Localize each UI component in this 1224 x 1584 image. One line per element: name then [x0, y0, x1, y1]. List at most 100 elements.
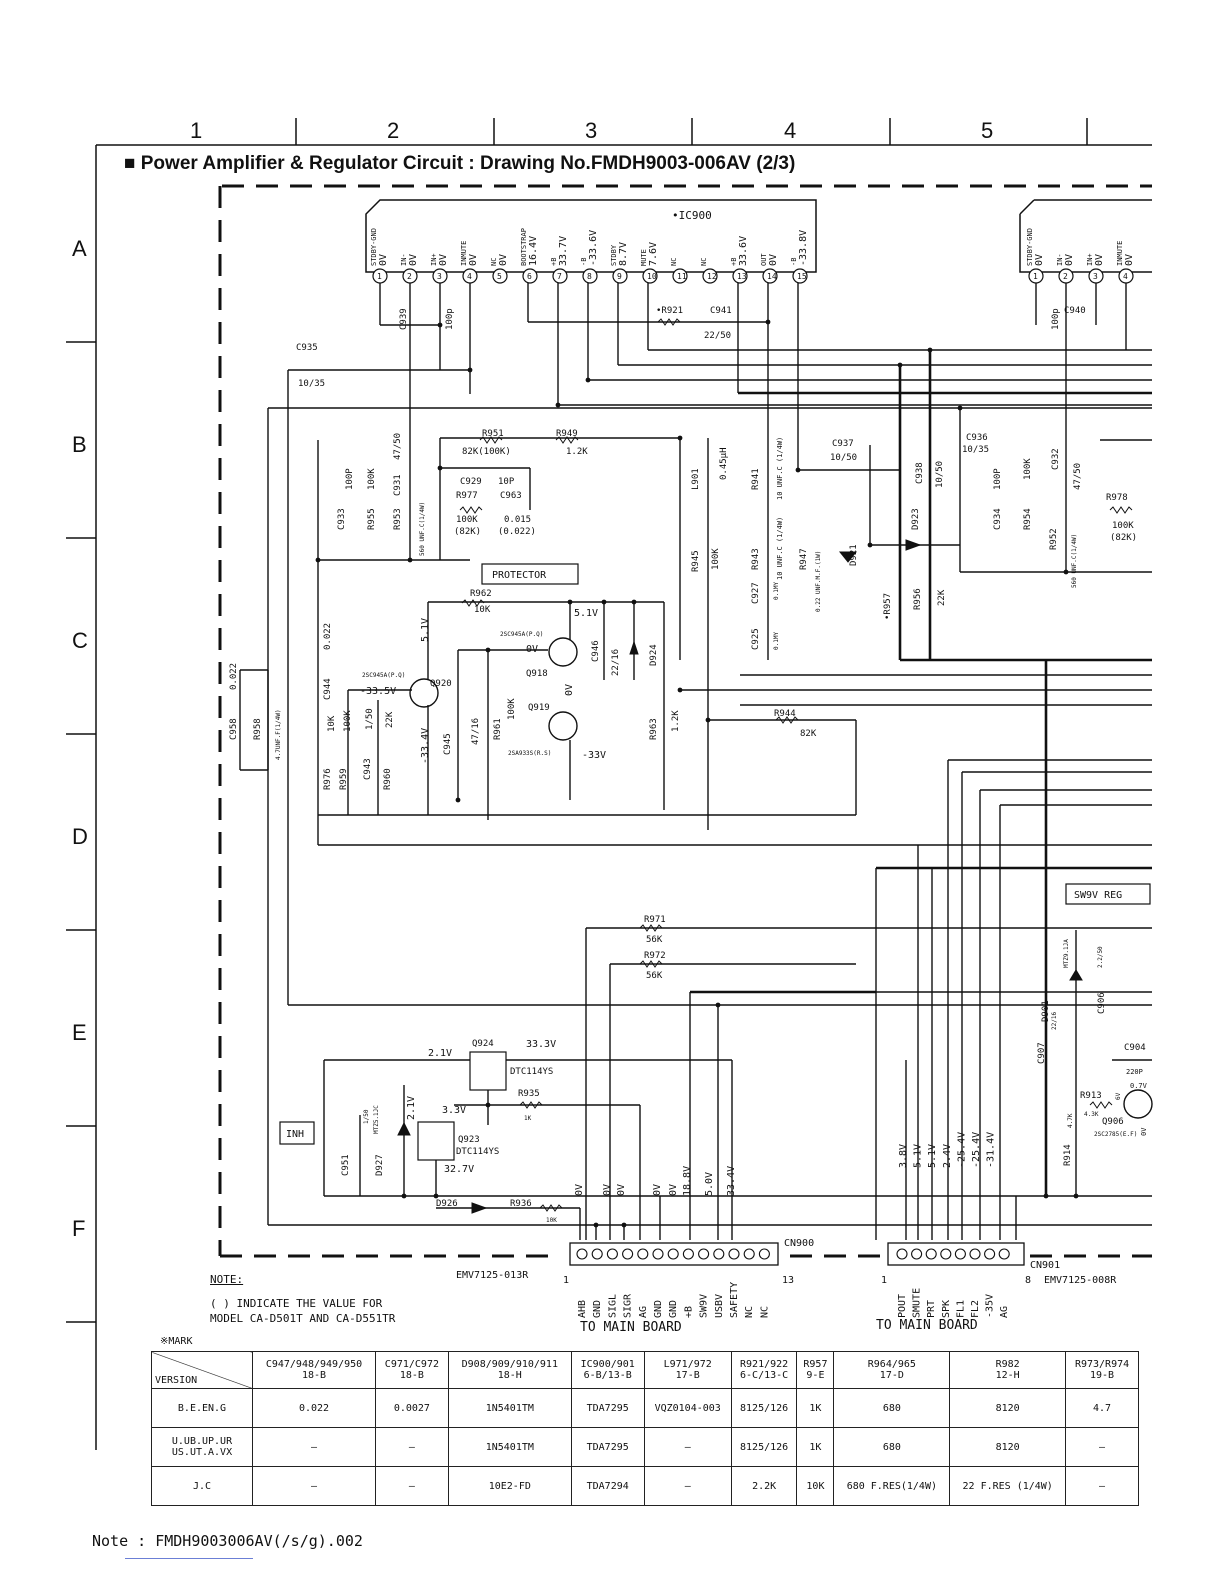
r947-label: R947 [799, 548, 809, 570]
ic900-pin-number: 12 [707, 272, 717, 281]
cn900-pin-name: AHB [577, 1300, 588, 1318]
r958-label: R958 [253, 718, 263, 740]
cn901-pin-voltage: 5.1V [913, 1144, 924, 1168]
r971-label: R971 [644, 915, 666, 925]
c904-label: C904 [1124, 1043, 1146, 1053]
cn900-pin [713, 1248, 725, 1260]
cn901-pin [911, 1248, 923, 1260]
cn900-destination: TO MAIN BOARD [580, 1320, 682, 1335]
cn900-pin-voltage: 18.8V [682, 1166, 693, 1196]
cn901-pin-name: POUT [897, 1294, 908, 1318]
q924-type: DTC114YS [510, 1067, 553, 1077]
ic901-body [1019, 199, 1152, 273]
voltage-labels: -33.5V 5.1V -33.4V 0V 5.1V 0V -33V 2.1V … [360, 608, 1148, 1175]
cn900-pin [576, 1248, 588, 1260]
cn901-pin [998, 1248, 1010, 1260]
ic901-pin-name: IN+ [1086, 253, 1094, 266]
r977-label: R977 [456, 491, 478, 501]
ic900-pin-name: -B [580, 258, 588, 266]
ic901-pin-voltage: 0V [1094, 254, 1105, 266]
ic900-pin-name: IN+ [430, 253, 438, 266]
q924-base-voltage: 2.1V [428, 1048, 452, 1059]
ic900-pin-voltage: 0V [768, 254, 779, 266]
cn901-label: CN901 [1030, 1260, 1060, 1271]
r955-label: R955 [367, 508, 377, 530]
table-cell: 4.7 [1065, 1388, 1139, 1428]
ic900-pin-name: NC [490, 258, 498, 266]
grid-row-c: C [72, 628, 88, 653]
table-cell: 8125/126 [730, 1388, 798, 1428]
l901-value: 0.45μH [719, 447, 729, 480]
cn900-pin [622, 1248, 634, 1260]
q906-label: Q906 [1102, 1117, 1124, 1127]
q924-label: Q924 [472, 1039, 494, 1049]
cn901-first-pin: 1 [881, 1275, 887, 1286]
table-version-cell: U.UB.UP.UR US.UT.A.VX [151, 1427, 253, 1467]
wiring [239, 283, 1152, 1240]
ic900-pin-voltage: 0V [378, 254, 389, 266]
cn900-pin-name: USBV [714, 1294, 725, 1318]
q923-label: Q923 [458, 1135, 480, 1145]
r978-label: R978 [1106, 493, 1128, 503]
d901-type: MTZ9.1JA [1063, 939, 1070, 968]
r913-value: 4.3K [1084, 1111, 1099, 1118]
ic900-pin-name: +B [550, 258, 558, 266]
cn901-pins [896, 1248, 1010, 1260]
table-cell: 1K [796, 1388, 835, 1428]
r976-value: 10K [327, 715, 337, 732]
grid-column-2: 2 [387, 118, 400, 143]
q919-emitter-voltage: 0V [564, 684, 575, 696]
cn900-pin [652, 1248, 664, 1260]
cn900-pin-voltage: 0V [602, 1184, 613, 1196]
c943-label: C943 [363, 758, 373, 780]
ic900-pin-name: INMUTE [460, 241, 468, 266]
cn901-pin [896, 1248, 908, 1260]
ic900-pin [522, 268, 538, 284]
ic900-pin-voltage: 8.7V [618, 242, 629, 266]
board-outline [218, 184, 1152, 1258]
table-cell: — [374, 1466, 449, 1506]
ic900-pin-voltage: 16.4V [528, 236, 539, 266]
grid-column-4: 4 [784, 118, 797, 143]
ic900-pin-name: STDBY-GND [370, 228, 378, 266]
c933-value: 100P [345, 468, 355, 490]
d924-label: D924 [649, 644, 659, 666]
r936-value: 10K [546, 1217, 557, 1224]
q923-base-voltage: 2.1V [406, 1096, 417, 1120]
note-heading: NOTE: [210, 1273, 244, 1286]
cn900-pin [667, 1248, 679, 1260]
ic900-pin [672, 268, 688, 284]
r961-value: 100K [507, 698, 517, 720]
q906-base-voltage: 6V [1115, 1092, 1122, 1100]
cn900-pin-voltage: 0V [652, 1184, 663, 1196]
mark-label: ※MARK [160, 1336, 193, 1347]
cn901-pin [940, 1248, 952, 1260]
ic900-pin-number: 7 [557, 272, 562, 281]
q923-collector-voltage: 3.3V [442, 1105, 466, 1116]
table-cell: 10E2-FD [447, 1466, 572, 1506]
c951-label: C951 [341, 1154, 351, 1176]
cn901-pin-voltage: 2.4V [942, 1144, 953, 1168]
ic900-pin-number: 10 [647, 272, 657, 281]
table-cell: 0.022 [252, 1388, 376, 1428]
c932-value: 47/50 [1073, 463, 1083, 490]
ic900-pin [492, 268, 508, 284]
r960-label: R960 [383, 768, 393, 790]
r954-value: 100K [1023, 458, 1033, 480]
cn901-pin-voltage: 5.1V [927, 1144, 938, 1168]
page-title: ■ Power Amplifier & Regulator Circuit : … [124, 153, 796, 174]
ic900-pin-number: 8 [587, 272, 592, 281]
q924-emitter-voltage: 33.3V [526, 1039, 556, 1050]
grid-frame [66, 118, 1152, 1450]
q920-collector-voltage: 5.1V [420, 618, 431, 642]
q919-collector-voltage: -33V [582, 750, 606, 761]
c939-value: 100p [445, 308, 455, 330]
cn901-pin [925, 1248, 937, 1260]
r913-label: R913 [1080, 1091, 1102, 1101]
q920-emitter-voltage: -33.4V [420, 728, 431, 764]
